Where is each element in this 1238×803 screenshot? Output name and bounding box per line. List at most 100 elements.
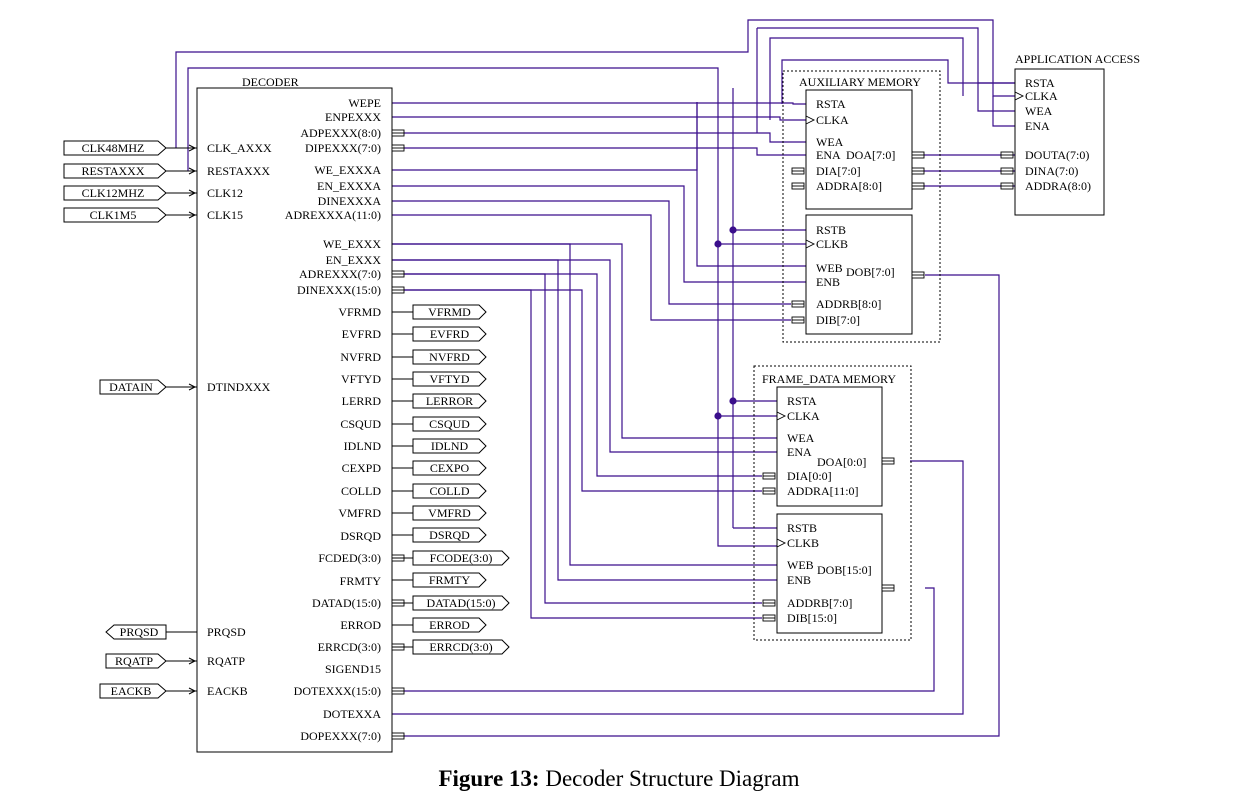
output-ports: VFRMD EVFRD NVFRD VFTYD LERROR CSQUD IDLND CEXP… [392,304,510,655]
decoder-input-pin: CLK_AXXX [207,141,272,155]
input-port-flag: RQATP [105,653,197,669]
output-port-flag: DATAD(15:0) [392,595,510,611]
memory-pin-a: DIA[7:0] [816,164,861,178]
decoder-output-pin: VFTYD [341,372,381,386]
output-port-label: FCODE(3:0) [430,551,493,565]
output-port-label: VMFRD [428,506,471,520]
decoder-output-pin: ADREXXX(7:0) [299,267,381,281]
memory-pin-b: WEB [787,558,814,572]
memory-output-b: DOB[15:0] [817,563,872,577]
memory-pin-b: DIB[7:0] [816,313,860,327]
memory-pin-a: ADDRA[8:0] [816,179,882,193]
memory-output-a: DOA[7:0] [846,148,895,162]
memory-pin-a: WEA [816,135,844,149]
memory-pin-b: RSTB [816,223,846,237]
memory-pin-a: ENA [787,445,812,459]
decoder-input-pin: RQATP [207,654,245,668]
decoder-output-pin: ENPEXXX [325,110,381,124]
memory-pin-b: ADDRB[7:0] [787,596,852,610]
input-port-flag: CLK48MHZ [63,140,197,156]
output-port-flag: LERROR [392,393,487,409]
decoder-output-pin: DIPEXXX(7:0) [305,141,381,155]
input-port-label: CLK12MHZ [82,186,145,200]
output-port-flag: CEXPO [392,460,487,476]
decoder-output-pin: ADREXXXA(11:0) [285,208,381,222]
output-port-label: IDLND [431,439,469,453]
memory-pin-b: RSTB [787,521,817,535]
app-access-title: APPLICATION ACCESS [1015,52,1140,66]
input-port-label: EACKB [111,684,152,698]
memory-pin-b: CLKB [787,536,819,550]
output-port-label: ERROD [429,618,470,632]
decoder-title: DECODER [242,75,299,89]
app-access-pin: DINA(7:0) [1025,164,1078,178]
memory-pin-a: WEA [787,431,815,445]
decoder-input-pin: EACKB [207,684,248,698]
app-access-pin: ENA [1025,119,1050,133]
memory-pin-b: WEB [816,261,843,275]
frame-data-memory: FRAME_DATA MEMORY RSTACLKAWEAENADIA[0:0]… [753,365,912,641]
output-port-label: CEXPO [430,461,470,475]
output-port-label: COLLD [430,484,470,498]
output-port-flag: ERRCD(3:0) [392,639,510,655]
memory-pin-a: CLKA [787,409,820,423]
memory-pin-a: RSTA [816,97,846,111]
output-port-flag: DSRQD [392,527,487,543]
output-port-label: FRMTY [429,573,471,587]
output-port-label: EVFRD [430,327,470,341]
memory-pin-b: ADDRB[8:0] [816,297,881,311]
input-port-label: RESTAXXX [81,164,144,178]
decoder-input-pin: CLK12 [207,186,243,200]
frame-memory-title: FRAME_DATA MEMORY [762,372,896,386]
decoder-output-pin: WE_EXXXA [314,163,381,177]
output-port-label: VFTYD [429,372,469,386]
app-access-pin: WEA [1025,104,1053,118]
decoder-output-pin: ERROD [340,618,381,632]
decoder-output-pin: CEXPD [342,461,382,475]
decoder-output-pin: COLLD [341,484,381,498]
memory-pin-a: ENA [816,148,841,162]
output-port-flag: VFTYD [392,371,487,387]
auxiliary-memory: AUXILIARY MEMORY RSTACLKAWEAENADIA[7:0]A… [782,70,941,343]
memory-pin-b: ENB [816,275,840,289]
decoder-output-pin: VFRMD [338,305,381,319]
app-access-pin: ADDRA(8:0) [1025,179,1091,193]
memory-pin-b: CLKB [816,237,848,251]
output-port-flag: FRMTY [392,572,487,588]
output-port-label: CSQUD [429,417,470,431]
output-port-flag: IDLND [392,438,487,454]
output-port-flag: ERROD [392,617,487,633]
app-access-pin: CLKA [1025,89,1058,103]
decoder-output-pin: EVFRD [342,327,382,341]
decoder-output-pin: DSRQD [340,529,381,543]
decoder-output-pin: DATAD(15:0) [312,596,381,610]
input-port-flag: PRQSD [105,624,197,640]
decoder-output-pin: WEPE [348,96,381,110]
input-port-label: CLK1M5 [90,208,137,222]
memory-pin-a: ADDRA[11:0] [787,484,859,498]
memory-pin-b: DIB[15:0] [787,611,837,625]
output-port-label: DSRQD [429,528,470,542]
memory-pin-a: RSTA [787,394,817,408]
output-port-label: DATAD(15:0) [426,596,495,610]
decoder-output-pin: WE_EXXX [323,237,381,251]
decoder-output-pin: VMFRD [338,506,381,520]
output-port-label: LERROR [426,394,473,408]
output-port-label: VFRMD [428,305,471,319]
decoder-output-pin: NVFRD [340,350,381,364]
input-port-flag: CLK1M5 [63,207,197,223]
memory-output-b: DOB[7:0] [846,265,895,279]
output-port-flag: FCODE(3:0) [392,550,510,566]
output-port-label: NVFRD [429,350,470,364]
input-port-label: PRQSD [120,625,159,639]
input-port-label: RQATP [115,654,153,668]
decoder-output-pin: DOTEXXA [323,707,381,721]
decoder-input-pin: PRQSD [207,625,246,639]
memory-output-a: DOA[0:0] [817,455,866,469]
decoder-output-pin: ERRCD(3:0) [318,640,381,654]
input-port-flag: DATAIN [99,379,197,395]
input-port-label: DATAIN [109,380,153,394]
aux-memory-title: AUXILIARY MEMORY [799,75,921,89]
